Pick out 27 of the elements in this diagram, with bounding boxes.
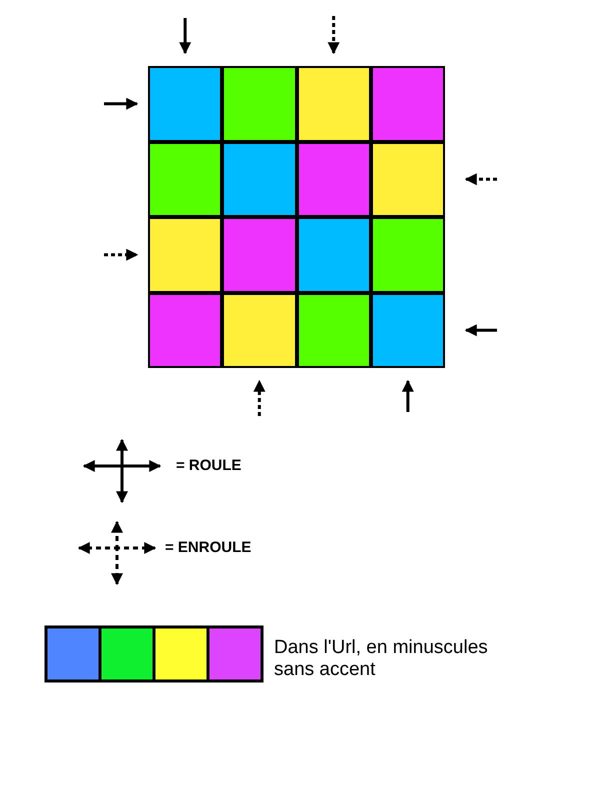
grid-cell	[296, 66, 371, 142]
arrow	[328, 16, 340, 54]
grid-cell	[148, 66, 222, 142]
grid-cell	[296, 292, 371, 368]
grid-cell	[148, 217, 222, 292]
grid-cell	[222, 292, 296, 368]
arrow	[253, 380, 266, 416]
arrow	[179, 18, 192, 54]
arrow	[464, 324, 497, 336]
grid-cell	[222, 142, 296, 217]
legend-text: = ENROULE	[165, 539, 252, 556]
grid-cell	[296, 142, 371, 217]
legend-text: = ROULE	[176, 457, 242, 474]
arrow	[104, 98, 138, 110]
grid-cell	[148, 292, 222, 368]
grid-cell	[370, 66, 445, 142]
arrow	[464, 173, 497, 186]
grid-cell	[370, 142, 445, 217]
arrow	[402, 380, 414, 412]
grid-cell	[370, 292, 445, 368]
grid-cell	[296, 217, 371, 292]
grid-cell	[222, 217, 296, 292]
grid-cell	[222, 66, 296, 142]
arrow	[104, 248, 138, 261]
note-text: Dans l'Url, en minuscules sans accent	[274, 637, 489, 681]
grid-cell	[148, 142, 222, 217]
grid-cell	[370, 217, 445, 292]
